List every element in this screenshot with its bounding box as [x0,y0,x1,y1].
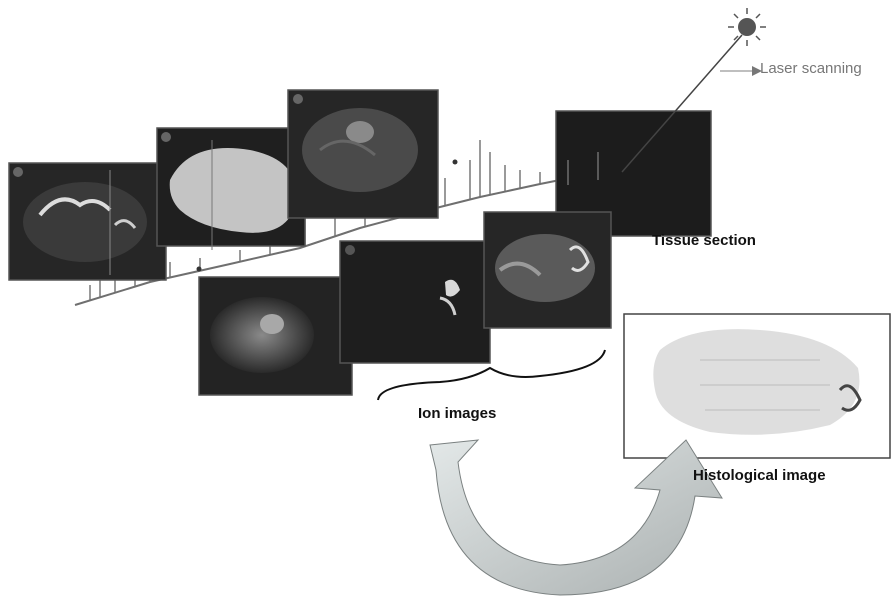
ion-image-panel-3 [288,90,438,218]
laser-scanning-label: Laser scanning [760,60,862,77]
histological-image-panel [624,314,890,458]
laser-scanning-arrow-icon [720,66,762,76]
laser-sun-icon [728,8,766,46]
tissue-section-label: Tissue section [652,232,756,249]
ion-image-panel-2 [157,128,305,250]
ion-image-panel-1 [9,163,166,280]
histological-image-label: Histological image [693,467,826,484]
ion-images-label: Ion images [418,405,496,422]
curved-double-arrow-icon [430,440,722,595]
ion-image-panel-6 [484,212,611,328]
ion-image-panel-5 [340,241,490,363]
ion-image-panel-4 [199,277,352,395]
